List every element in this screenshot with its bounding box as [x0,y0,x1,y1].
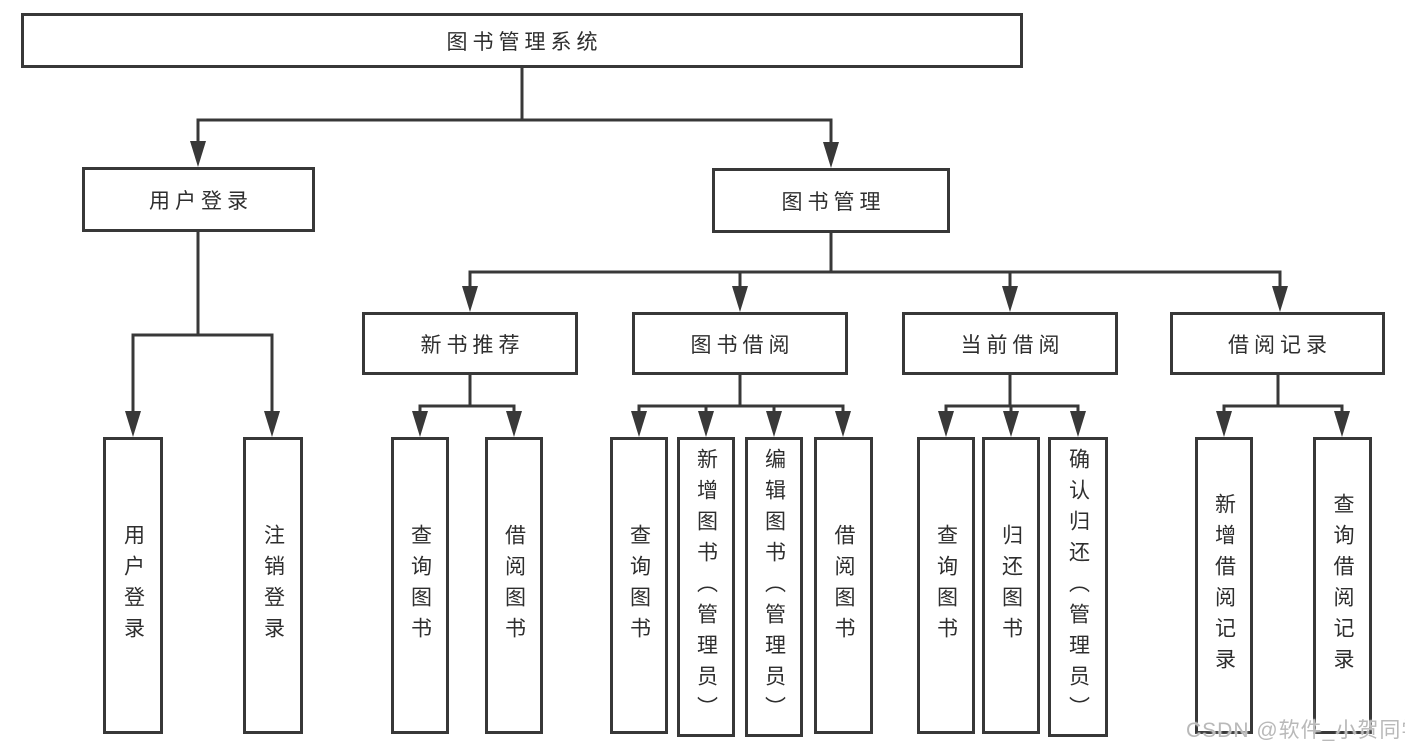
leaf-br-add-record: 新增借阅记录 [1195,437,1253,734]
arrowhead-current-borrow [1002,286,1018,312]
arrowhead-bb-add [698,411,714,437]
leaf-nb-borrow-books: 借阅图书 [485,437,543,734]
node-book-borrow: 图书借阅 [632,312,848,375]
arrowhead-leaf-logout [264,411,280,437]
node-current-borrow: 当前借阅 [902,312,1118,375]
node-new-book-recommend: 新书推荐 [362,312,578,375]
arrowhead-bb-borrow [835,411,851,437]
leaf-bb-query-books: 查询图书 [610,437,668,734]
connector-borrow-records-branch [1222,375,1344,412]
csdn-watermark: CSDN @软件_小贺同学 [1186,719,1405,742]
leaf-user-login: 用户登录 [103,437,163,734]
arrowhead-bb-edit [766,411,782,437]
connector-login-branch [131,230,274,412]
node-book-management: 图书管理 [712,168,950,233]
arrowhead-nb-borrow [506,411,522,437]
leaf-cb-query-books: 查询图书 [917,437,975,734]
connector-book-borrow-branch [637,375,845,412]
arrowhead-nb-query [412,411,428,437]
leaf-nb-query-books: 查询图书 [391,437,449,734]
node-borrow-records: 借阅记录 [1170,312,1385,375]
arrowhead-leaf-login [125,411,141,437]
leaf-logout: 注销登录 [243,437,303,734]
arrowhead-borrow-records [1272,286,1288,312]
arrowhead-book-borrow [732,286,748,312]
arrowhead-user-login [190,141,206,167]
connector-root-branch [196,66,833,147]
arrowhead-cb-confirm [1070,411,1086,437]
connector-management-branch [468,231,1282,288]
arrowhead-book-management [823,142,839,168]
node-library-system: 图书管理系统 [21,13,1023,68]
leaf-bb-borrow-books: 借阅图书 [814,437,873,734]
arrowhead-new-book [462,286,478,312]
arrowhead-cb-query [938,411,954,437]
arrowhead-br-query [1334,411,1350,437]
leaf-cb-return-books: 归还图书 [982,437,1040,734]
leaf-cb-confirm-return-admin: 确认归还（管理员） [1048,437,1108,737]
arrowhead-bb-query [631,411,647,437]
leaf-br-query-record: 查询借阅记录 [1313,437,1372,734]
leaf-bb-edit-books-admin: 编辑图书（管理员） [745,437,803,737]
node-user-login: 用户登录 [82,167,315,232]
arrowhead-cb-return [1003,411,1019,437]
connector-new-book-branch [418,375,516,412]
connector-current-borrow-branch [944,375,1080,412]
arrowhead-br-add [1216,411,1232,437]
leaf-bb-add-books-admin: 新增图书（管理员） [677,437,735,737]
